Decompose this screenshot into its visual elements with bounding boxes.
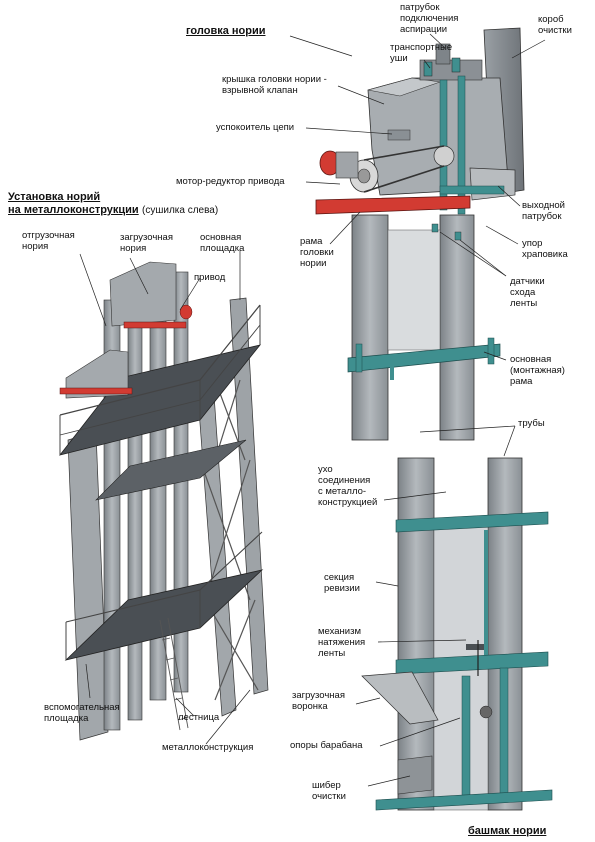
elevator-head [315,27,525,441]
label-revision: секция ревизии [324,572,360,594]
chain-damper [387,129,411,141]
label-ear-joint: ухо соединения с металло- конструкцией [318,464,378,508]
label-main-frame: основная (монтажная) рама [510,354,565,387]
label-duct: короб очистки [538,14,572,36]
label-aux-platform: вспомогательная площадка [44,702,120,724]
head-title: головка нории [186,25,266,37]
label-ladder: лестница [178,712,220,723]
boot-ear-frame [395,511,549,533]
label-drum-supports: опоры барабана [290,740,363,751]
ladder [159,617,189,731]
label-steelwork: металлоконструкция [162,742,254,753]
aux-platform [64,569,264,661]
leader-lines [79,33,546,787]
head-column-left [351,214,389,441]
drum-support-2 [499,667,509,797]
label-unload-elevator: отгрузочная нория [22,230,75,252]
label-ratchet: упор храповика [522,238,568,260]
label-pipes: трубы [518,418,545,429]
elevator-boot [361,457,553,811]
cleaning-gate [397,755,433,795]
main-mount-frame [347,343,501,373]
boot-pipe-left [397,457,435,811]
label-transport-ears: транспортные уши [390,42,453,64]
tension-mechanism [466,644,484,650]
install-title-line1: Установка норий [8,191,101,203]
steel-tower [67,431,109,741]
label-aspiration: патрубок подключения аспирации [400,2,459,35]
label-cover: крышка головки нории - взрывной клапан [222,74,327,96]
label-belt-sensors: датчики схода ленты [510,276,545,309]
aspiration-pipe [435,43,451,65]
install-title-line2: на металлоконструкции [8,204,139,216]
label-main-platform: основная площадка [200,232,245,254]
label-load-elevator: загрузочная нория [120,232,173,254]
install-note: (сушилка слева) [142,205,219,216]
transport-ear-2 [451,57,461,73]
boot-title: башмак нории [468,825,547,837]
loading-hopper [361,671,439,725]
label-motor: мотор-редуктор привода [176,176,285,187]
transport-ear-1 [423,61,433,77]
drum-support-1 [461,675,471,797]
label-drive: привод [194,272,226,283]
label-gate: шибер очистки [312,780,346,802]
label-hopper: загрузочная воронка [292,690,345,712]
installation-steelwork [58,261,269,741]
label-tension: механизм натяжения ленты [318,626,366,659]
label-chain-damper: успокоитель цепи [216,122,295,133]
belt-sensor-2 [454,231,462,241]
head-frame-red [315,195,471,215]
label-head-frame: рама головки нории [300,236,334,269]
head-column-right [439,214,475,441]
belt-sensor-1 [431,223,439,233]
revision-section [484,530,488,660]
label-outlet: выходной патрубок [522,200,565,222]
